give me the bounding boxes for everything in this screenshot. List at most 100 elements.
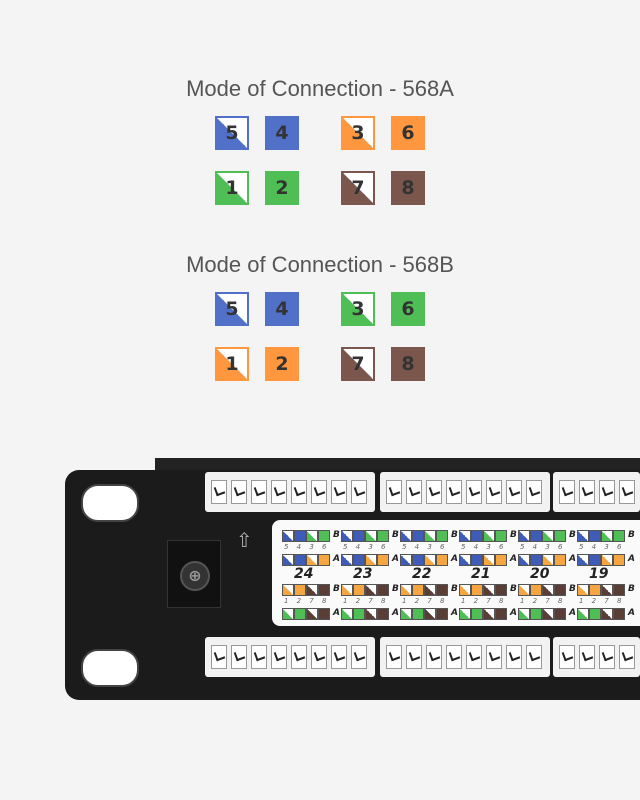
wire-color-swatch: 1 (215, 347, 249, 381)
color-cell (306, 584, 318, 596)
color-cell (459, 584, 471, 596)
rj45-jack (446, 480, 462, 504)
wire-color-swatch: 8 (391, 347, 425, 381)
color-cell (306, 554, 318, 566)
keystone-module (205, 637, 375, 677)
color-cell (518, 554, 530, 566)
standard-letter: B (451, 530, 458, 540)
color-cell (495, 584, 507, 596)
rj45-jack (486, 480, 502, 504)
color-cell (589, 554, 601, 566)
rj45-jack (271, 645, 287, 669)
rj45-jack (331, 645, 347, 669)
rj45-jack (231, 645, 247, 669)
pin-numbers: 1 2 7 8 (461, 597, 507, 605)
wire-number: 5 (225, 298, 239, 320)
color-cell (306, 608, 318, 620)
pin-numbers: 5 4 3 6 (402, 543, 448, 551)
wire-color-swatch: 5 (215, 116, 249, 150)
rj45-jack (526, 645, 542, 669)
rj45-jack (406, 645, 422, 669)
color-code-strip (577, 608, 625, 620)
color-cell (424, 530, 436, 542)
wire-number: 7 (351, 177, 365, 199)
color-cell (436, 584, 448, 596)
standard-letter: A (392, 554, 399, 564)
port-number: 23 (353, 566, 373, 582)
rj45-jack (331, 480, 347, 504)
wire-number: 2 (275, 353, 289, 375)
standard-letter: A (628, 554, 635, 564)
standard-letter: A (333, 608, 340, 618)
color-cell (294, 608, 306, 620)
color-cell (495, 608, 507, 620)
color-cell (377, 554, 389, 566)
wire-number: 6 (401, 298, 415, 320)
keystone-module (380, 637, 550, 677)
color-cell (577, 584, 589, 596)
color-cell (554, 608, 566, 620)
standard-letter: B (628, 584, 635, 594)
color-cell (412, 584, 424, 596)
color-cell (294, 554, 306, 566)
color-code-strip (518, 608, 566, 620)
color-code-strip (341, 530, 389, 542)
color-cell (400, 608, 412, 620)
color-cell (353, 554, 365, 566)
color-code-strip (577, 584, 625, 596)
wire-color-swatch: 5 (215, 292, 249, 326)
color-cell (353, 608, 365, 620)
color-cell (377, 608, 389, 620)
color-code-strip (400, 608, 448, 620)
rj45-jack (466, 480, 482, 504)
color-cell (436, 530, 448, 542)
screw-icon: ⊕ (180, 561, 210, 591)
mount-hole (81, 649, 139, 687)
color-code-strip (518, 530, 566, 542)
keystone-module (205, 472, 375, 512)
color-code-strip (341, 554, 389, 566)
color-cell (424, 554, 436, 566)
standard-letter: B (333, 584, 340, 594)
color-code-strip (282, 554, 330, 566)
color-cell (542, 608, 554, 620)
mount-hole (81, 484, 139, 522)
keystone-module (380, 472, 550, 512)
rj45-jack (291, 645, 307, 669)
rj45-jack (579, 645, 595, 669)
color-cell (601, 530, 613, 542)
rj45-jack (386, 645, 402, 669)
wire-number: 8 (401, 177, 415, 199)
rj45-jack (526, 480, 542, 504)
color-cell (518, 584, 530, 596)
color-cell (483, 608, 495, 620)
pin-numbers: 5 4 3 6 (579, 543, 625, 551)
pin-numbers: 1 2 7 8 (579, 597, 625, 605)
color-cell (341, 530, 353, 542)
rj45-jack (619, 480, 635, 504)
rj45-jack (211, 645, 227, 669)
wire-number: 5 (225, 122, 239, 144)
color-cell (601, 608, 613, 620)
rj45-jack (599, 645, 615, 669)
panel-top-edge (155, 458, 640, 472)
color-cell (601, 554, 613, 566)
color-cell (365, 608, 377, 620)
color-cell (436, 554, 448, 566)
color-cell (495, 554, 507, 566)
pin-numbers: 1 2 7 8 (402, 597, 448, 605)
color-cell (294, 584, 306, 596)
rj45-jack (619, 645, 635, 669)
color-cell (341, 554, 353, 566)
color-cell (400, 530, 412, 542)
keystone-module (553, 637, 640, 677)
wire-color-swatch: 3 (341, 116, 375, 150)
standard-letter: B (628, 530, 635, 540)
color-cell (400, 584, 412, 596)
color-cell (613, 584, 625, 596)
color-code-strip (577, 554, 625, 566)
pin-numbers: 5 4 3 6 (284, 543, 330, 551)
color-code-strip (459, 530, 507, 542)
color-code-strip (341, 608, 389, 620)
